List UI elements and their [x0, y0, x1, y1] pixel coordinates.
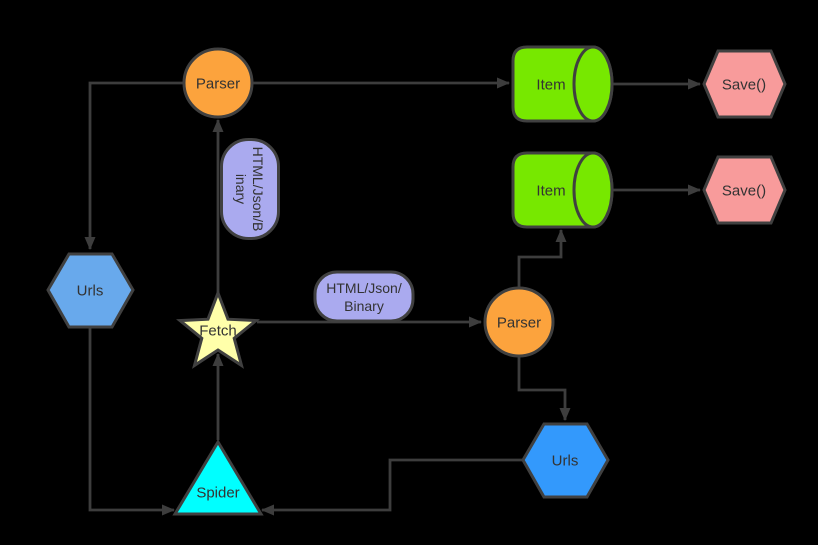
parser-right-circle[interactable]	[483, 286, 555, 358]
node-parser-top[interactable]: Parser	[182, 47, 254, 119]
label-vertical-line2: inary	[233, 174, 249, 204]
urls-right-hexagon[interactable]	[521, 422, 610, 499]
spider-triangle[interactable]	[172, 439, 264, 516]
label-horizontal-line1: HTML/Json/	[326, 280, 402, 296]
save-top-label: Save()	[722, 77, 766, 94]
node-save-bottom[interactable]: Save()	[702, 155, 787, 225]
fetch-label: Fetch	[199, 323, 237, 340]
edge-urls-right-to-spider	[261, 458, 524, 516]
edge-parser-right-to-urls-right	[517, 354, 571, 421]
save-bottom-hexagon[interactable]	[702, 155, 787, 225]
node-item-bottom[interactable]: Item	[511, 151, 614, 229]
urls-left-label: Urls	[77, 283, 104, 300]
node-label-vertical[interactable]: HTML/Json/B inary	[220, 138, 280, 240]
node-save-top[interactable]: Save()	[702, 49, 787, 119]
label-horizontal-line2: Binary	[344, 298, 384, 314]
label-vertical-box[interactable]	[220, 138, 280, 240]
label-vertical-text: HTML/Json/B inary	[233, 147, 266, 232]
node-urls-left[interactable]: Urls	[46, 252, 135, 329]
node-parser-right[interactable]: Parser	[483, 286, 555, 358]
node-spider[interactable]: Spider	[172, 439, 264, 516]
spider-label: Spider	[196, 485, 239, 502]
edge-urls-left-to-spider	[88, 328, 175, 516]
item-bottom-cap	[572, 151, 614, 229]
item-top-label: Item	[536, 77, 565, 94]
save-top-hexagon[interactable]	[702, 49, 787, 119]
edge-parser-top-to-urls-left	[84, 81, 183, 250]
label-horizontal-box[interactable]	[313, 270, 415, 323]
item-bottom-label: Item	[536, 183, 565, 200]
save-bottom-label: Save()	[722, 183, 766, 200]
label-vertical-line1: HTML/Json/B	[250, 147, 266, 232]
urls-left-hexagon[interactable]	[46, 252, 135, 329]
edge-parser-right-to-item-bottom	[517, 229, 567, 290]
fetch-star[interactable]	[176, 288, 260, 369]
item-top-cap	[572, 45, 614, 123]
node-label-horizontal[interactable]: HTML/Json/ Binary	[313, 270, 415, 323]
node-urls-right[interactable]: Urls	[521, 422, 610, 499]
node-fetch[interactable]: Fetch	[176, 288, 260, 369]
node-item-top[interactable]: Item	[511, 45, 614, 123]
parser-right-label: Parser	[497, 315, 541, 332]
urls-right-label: Urls	[552, 453, 579, 470]
parser-top-circle[interactable]	[182, 47, 254, 119]
parser-top-label: Parser	[196, 76, 240, 93]
